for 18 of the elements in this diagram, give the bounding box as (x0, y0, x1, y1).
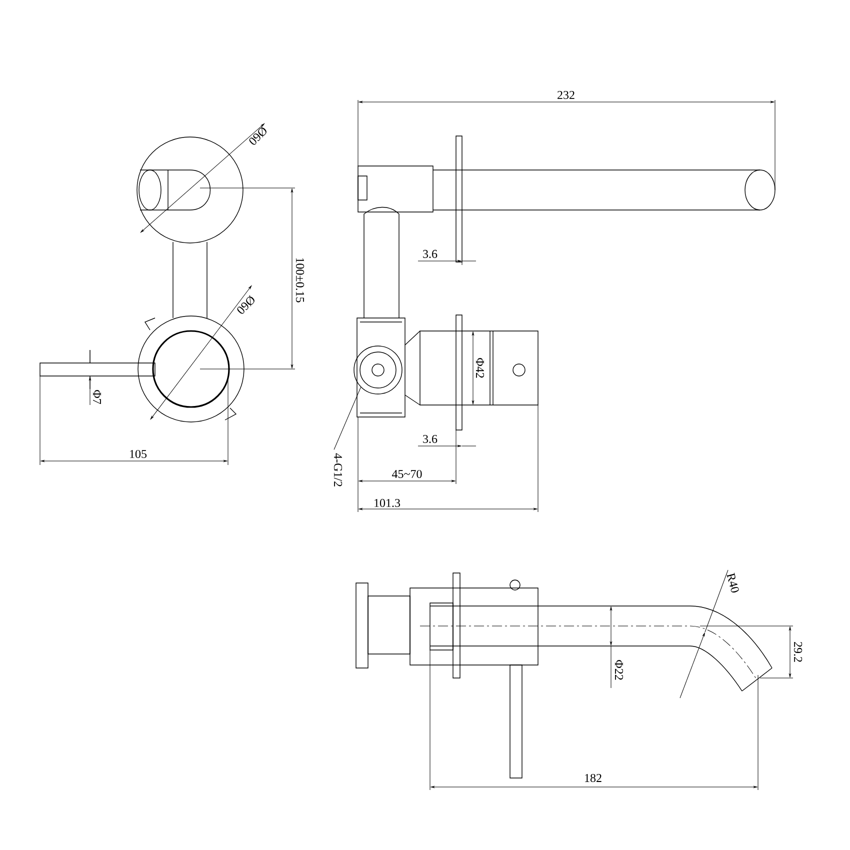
dimension-text: Ø60 (249, 126, 266, 145)
dimension-text: 3.6 (423, 434, 438, 444)
dimension-text: Φ42 (476, 358, 484, 378)
dimension-text: 3.6 (423, 250, 438, 258)
dimension-text: Φ22 (615, 660, 623, 680)
dimension-text: 232 (558, 90, 574, 100)
inlet-port (354, 346, 402, 394)
dimension-text: Φ7 (93, 390, 101, 404)
dimension-text: R40 (726, 572, 739, 593)
dimension-text: 105 (130, 450, 147, 458)
dimension-text: Ø60 (237, 295, 254, 314)
dimension-text: 182 (585, 774, 602, 782)
thread-label: 4-G1/2 (334, 453, 342, 486)
dimension-text: 100±0.15 (296, 258, 304, 302)
dimension-text: 29.2 (794, 642, 802, 662)
leader-line (334, 386, 362, 450)
dimension-text: 45~70 (392, 470, 422, 478)
dimension-text: 101.3 (374, 498, 400, 508)
